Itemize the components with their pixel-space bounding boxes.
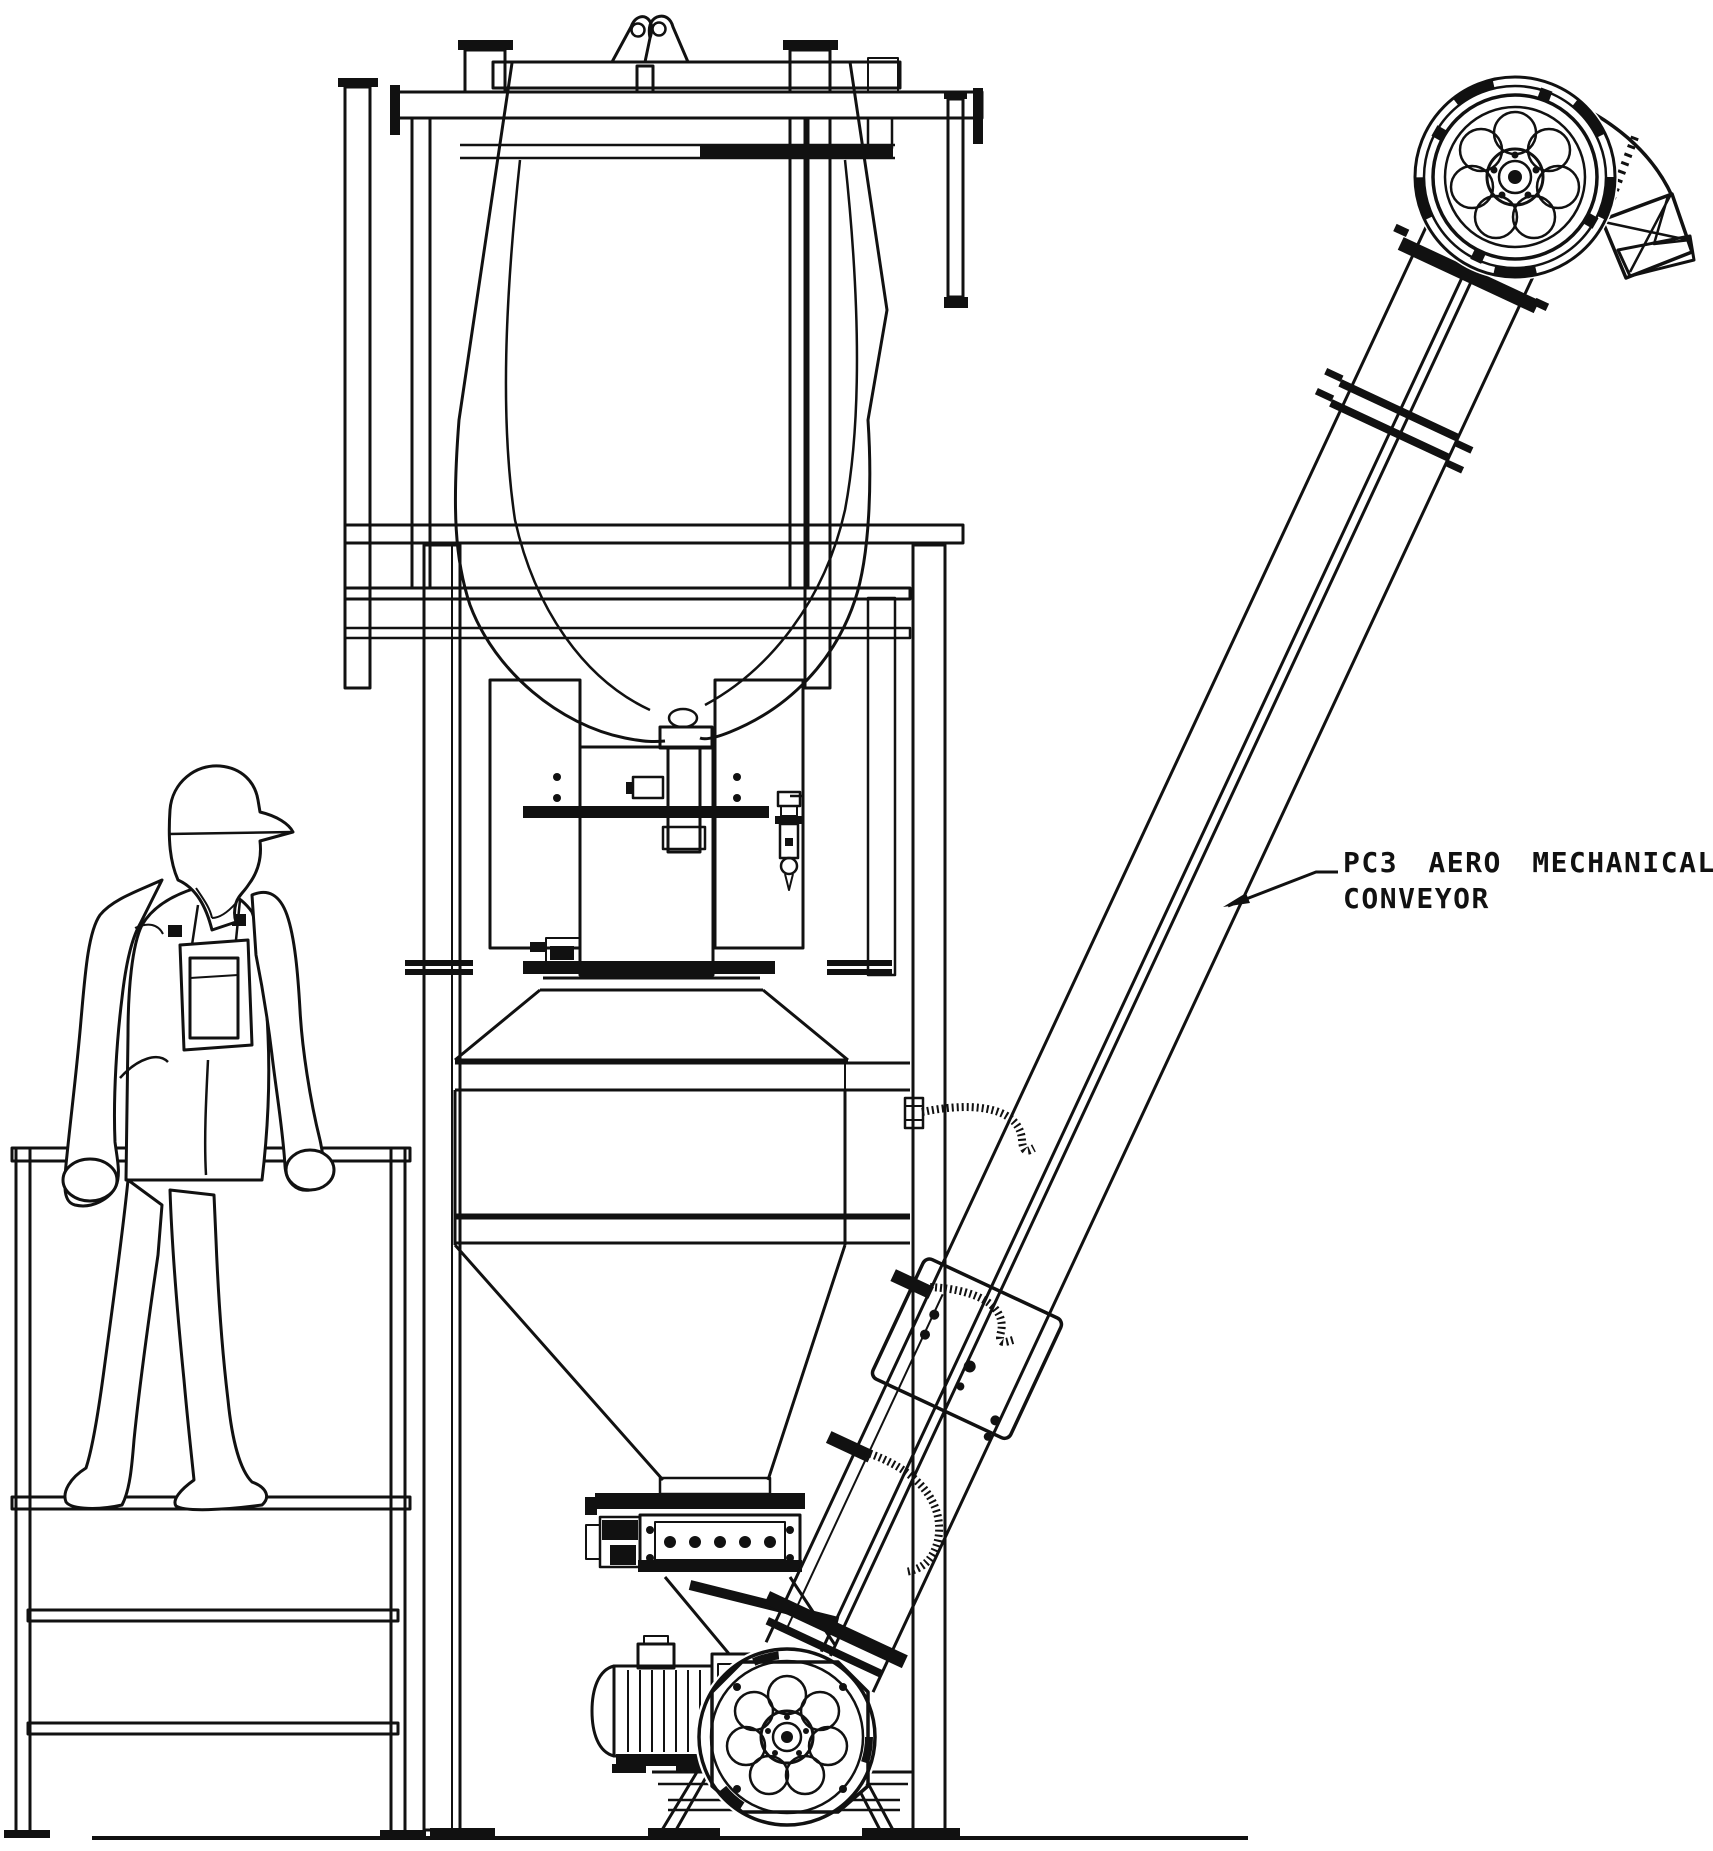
annotation-callout: PC3 AERO MECHANICAL CONVEYOR [1223, 846, 1713, 915]
support-bar-lower [523, 961, 775, 974]
bag-spout [658, 707, 714, 854]
hand [284, 1148, 336, 1192]
discharge-cone [453, 1244, 847, 1481]
wheel-housing-frame [710, 1660, 870, 1814]
motor-terminal-box [636, 1642, 676, 1670]
operator-head [167, 764, 295, 932]
conveyor-tube-assembly [764, 173, 1560, 1693]
drive-motor [590, 1635, 714, 1773]
center-panel [578, 745, 715, 977]
hose-clamp [890, 1269, 934, 1299]
operator-figure [61, 764, 336, 1512]
platform-foot-pad [380, 1830, 426, 1838]
hard-hat-brim [167, 830, 294, 836]
boot-flange-band [764, 1591, 908, 1669]
annotation-label-line2: CONVEYOR [1343, 882, 1490, 915]
tube-coupling [1314, 368, 1474, 474]
bib-pocket [188, 956, 240, 1040]
outer-post-left [343, 85, 372, 690]
flex-hoses [863, 1096, 1036, 1576]
surge-hopper [453, 976, 910, 1245]
leader-arrowhead-icon [1223, 893, 1250, 907]
bag-hem-rail [700, 145, 893, 157]
hand [61, 1157, 119, 1203]
platform-foot-pad [4, 1830, 50, 1838]
vibratory-feeder [585, 1476, 840, 1656]
support-bar-upper [523, 806, 769, 818]
vibrator-motor [585, 1515, 642, 1569]
unloader-frame [338, 14, 984, 1838]
lifting-eye-icon [610, 14, 690, 63]
outer-post-right [803, 116, 832, 690]
frame-rail-mid [343, 586, 912, 601]
top-beam [393, 90, 984, 120]
hanger-bar [491, 60, 902, 90]
frame-rail-upper [343, 523, 965, 545]
annotation-label-line1: PC3 AERO MECHANICAL [1343, 846, 1713, 879]
flex-hose [921, 1103, 1036, 1155]
air-filter-regulator [775, 790, 803, 891]
lower-drive-wheel [695, 1645, 879, 1829]
flex-connection-hatch [1599, 135, 1639, 224]
untie-enclosure [488, 678, 805, 977]
frame-leg-right [911, 543, 947, 1832]
flex-hose [929, 1283, 1015, 1347]
head-flange-band [1397, 237, 1540, 314]
hose-clamp [825, 1431, 874, 1463]
bulk-bag [453, 61, 895, 854]
flex-hose [863, 1448, 944, 1576]
tube-inlet-bracket [870, 1257, 1064, 1441]
head-wheel-assembly [1412, 74, 1696, 280]
leader-line [1227, 870, 1338, 908]
